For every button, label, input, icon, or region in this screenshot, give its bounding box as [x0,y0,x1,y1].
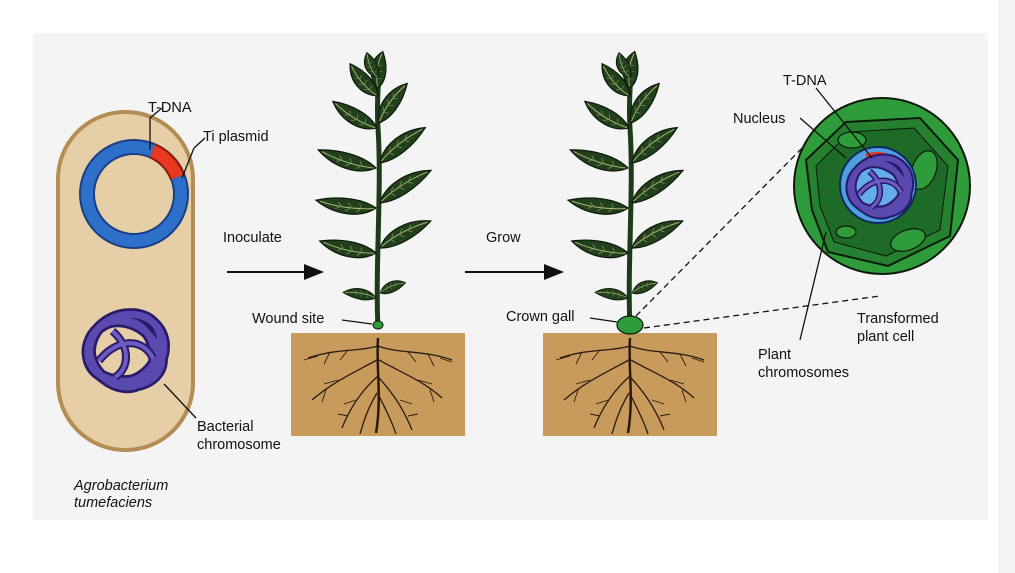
ti-plasmid-label: Ti plasmid [203,129,269,145]
crown-gall-label: Crown gall [506,309,575,325]
wound-site-marker [372,320,384,330]
organism-name-line2: tumefaciens [74,495,153,511]
tdna-plasmid-label: T-DNA [148,100,192,116]
leader-lines [149,107,206,419]
tdna-cell-label: T-DNA [783,73,827,89]
zoom-line-bottom [643,295,881,329]
ti-plasmid [79,139,189,249]
zoom-line-top [635,137,813,317]
transformed-cell-label-line2: plant cell [857,329,915,345]
crown-gall-line [589,317,618,323]
cell-leader-lines [799,87,873,341]
plant-1 [315,50,436,328]
plant-2 [567,50,688,328]
nucleus-label: Nucleus [733,111,786,127]
inoculate-label: Inoculate [223,230,282,246]
crown-gall [616,315,644,335]
transformed-plant-cell [793,97,971,275]
organism-name-line1: Agrobacterium [74,478,169,494]
wound-site-label: Wound site [252,311,325,327]
bacterial-chromosome-label-line1: Bacterial [197,419,254,435]
bacterial-chromosome-label-line2: chromosome [197,437,281,453]
grow-label: Grow [486,230,521,246]
plant-chromosomes-label-line1: Plant [758,347,792,363]
transformed-cell-label-line1: Transformed [857,311,939,327]
right-edge-strip [998,0,1015,573]
plant-chromosomes-label-line2: chromosomes [758,365,850,381]
wound-site-line [341,319,373,325]
